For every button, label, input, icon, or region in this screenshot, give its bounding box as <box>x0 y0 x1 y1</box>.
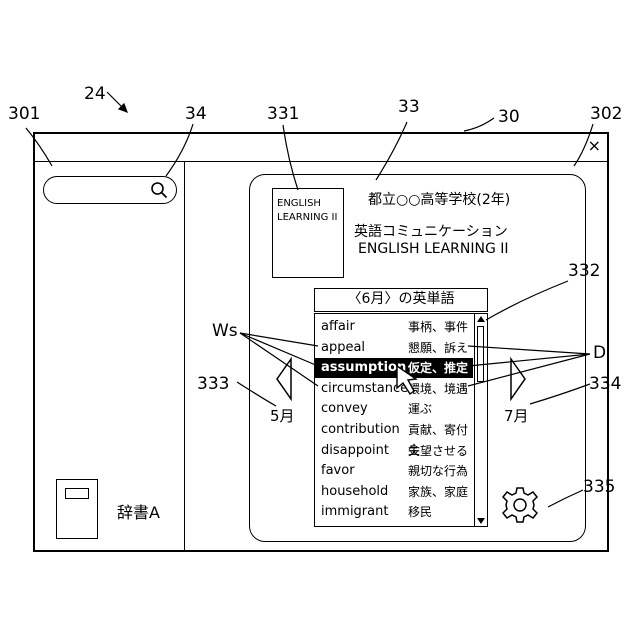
meaning-label: 家族、家庭 <box>408 482 468 502</box>
scrollbar-thumb[interactable] <box>477 326 484 382</box>
callout-cover: 331 <box>267 106 299 123</box>
textbook-cover[interactable]: ENGLISH LEARNING II <box>272 188 344 278</box>
list-item[interactable]: favor 親切な行為 <box>315 461 473 481</box>
meaning-label: 移民 <box>408 502 432 522</box>
word-label: appeal <box>321 338 365 358</box>
list-item[interactable]: contribution貢献、寄付金 <box>315 420 473 440</box>
textbook-panel: ENGLISH LEARNING II 都立○○高等学校(2年) 英語コミュニケ… <box>249 174 586 542</box>
book-label-plate <box>65 488 89 499</box>
school-name: 都立○○高等学校(2年) <box>368 189 510 209</box>
list-item[interactable]: appeal 懇願、訴え <box>315 338 473 358</box>
callout-side-area: 301 <box>8 106 40 123</box>
word-list-title: 〈6月〉の英単語 <box>314 288 488 312</box>
prev-month-label[interactable]: 5月 <box>270 405 295 426</box>
dictionary-label[interactable]: 辞書A <box>117 499 160 523</box>
list-item[interactable]: convey 運ぶ <box>315 399 473 419</box>
meaning-label: 事柄、事件 <box>408 317 468 337</box>
scroll-up-icon[interactable] <box>477 316 485 322</box>
list-item[interactable]: disappoint 失望させる <box>315 441 473 461</box>
book-icon[interactable] <box>56 479 98 539</box>
scrollbar[interactable] <box>474 314 487 526</box>
word-label: assumption <box>321 358 406 378</box>
list-item[interactable]: household 家族、家庭 <box>315 482 473 502</box>
word-label: immigrant <box>321 502 388 522</box>
meaning-label: 懇願、訴え <box>408 338 468 358</box>
meaning-label: 親切な行為 <box>408 461 468 481</box>
callout-panel: 33 <box>398 99 420 116</box>
list-item[interactable]: immigrant 移民 <box>315 502 473 522</box>
word-label: circumstance <box>321 379 408 399</box>
meaning-label: 失望させる <box>408 441 468 461</box>
title-bar-divider <box>35 161 607 162</box>
word-label: favor <box>321 461 355 481</box>
meaning-label: 環境、境遇 <box>408 379 468 399</box>
triangle-right-icon[interactable] <box>509 357 527 401</box>
cover-title: ENGLISH LEARNING II <box>277 198 337 223</box>
callout-device: 24 <box>84 86 106 103</box>
scroll-down-icon[interactable] <box>477 518 485 524</box>
gear-icon[interactable] <box>500 485 540 525</box>
meaning-label: 仮定、推定 <box>408 358 468 378</box>
callout-main-area: 302 <box>590 106 622 123</box>
list-item[interactable]: circumstance環境、境遇 <box>315 379 473 399</box>
word-label: contribution <box>321 420 400 440</box>
subject-japanese: 英語コミュニケーション <box>354 221 508 241</box>
word-label: household <box>321 482 388 502</box>
triangle-left-icon[interactable] <box>275 357 293 401</box>
subject-english: ENGLISH LEARNING II <box>358 241 509 257</box>
list-item[interactable]: affair 事柄、事件 <box>315 317 473 337</box>
word-label: affair <box>321 317 355 337</box>
word-list[interactable]: affair 事柄、事件 appeal 懇願、訴えassumption仮定、推定cir… <box>314 313 488 527</box>
close-icon[interactable]: × <box>588 137 601 155</box>
callout-search: 34 <box>185 106 207 123</box>
meaning-label: 運ぶ <box>408 399 432 419</box>
search-input[interactable] <box>43 176 177 204</box>
list-item[interactable]: assumption仮定、推定 <box>315 358 473 378</box>
search-icon[interactable] <box>150 181 168 199</box>
app-window: × 辞書A ENGLISH LEARNING II 都立○○高等学校(2年) 英… <box>33 132 609 552</box>
word-label: convey <box>321 399 368 419</box>
word-label: disappoint <box>321 441 389 461</box>
sidebar-divider <box>184 161 185 550</box>
callout-window: 30 <box>498 109 520 126</box>
next-month-label[interactable]: 7月 <box>504 405 529 426</box>
